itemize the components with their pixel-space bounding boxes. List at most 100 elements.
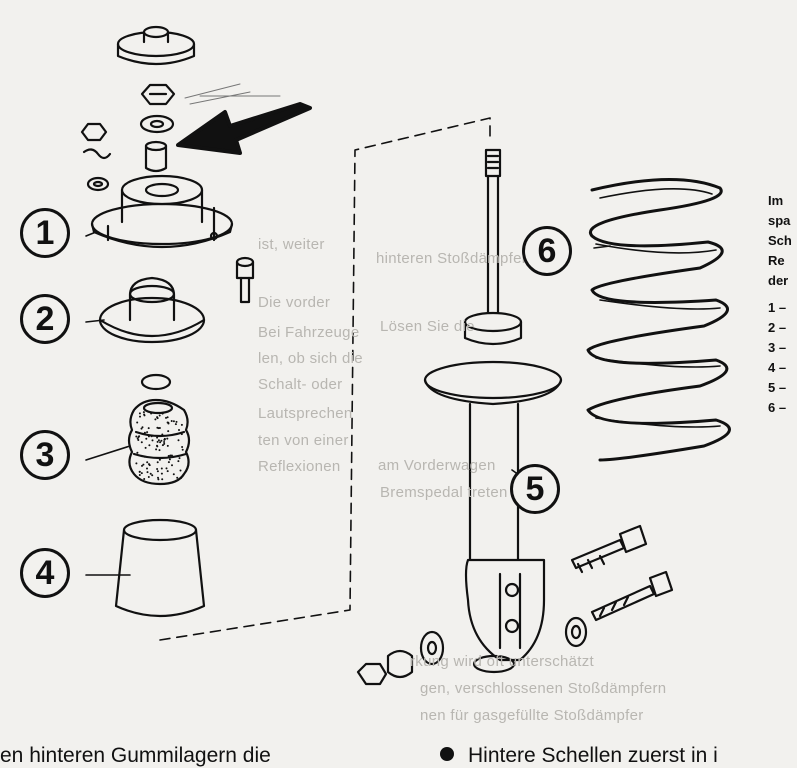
stipple-dot	[169, 454, 172, 457]
callout-4: 4	[20, 548, 70, 598]
stipple-dot	[147, 435, 150, 438]
stipple-dot	[146, 431, 149, 434]
stipple-dot	[165, 416, 167, 419]
stipple-dot	[180, 423, 183, 426]
stipple-dot	[157, 476, 159, 479]
bullet-icon	[440, 747, 454, 761]
stipple-dot	[177, 460, 180, 463]
ghost-line: nen für gasgefüllte Stoßdämpfer	[420, 707, 644, 724]
stipple-dot	[142, 463, 145, 466]
legend-item-4: 4 –	[768, 360, 787, 375]
shock-absorber	[423, 148, 563, 674]
stipple-dot	[161, 412, 164, 415]
stipple-dot	[158, 414, 161, 417]
stipple-dot	[150, 435, 153, 438]
stipple-dot	[161, 478, 164, 481]
stipple-dot	[144, 446, 147, 449]
stipple-dot	[157, 478, 160, 481]
coil-spring	[586, 178, 731, 462]
legend-item-5: 5 –	[768, 380, 787, 395]
hex-nut	[140, 83, 176, 106]
bottom-left-text: en hinteren Gummilagern die	[0, 744, 271, 767]
stipple-dot	[155, 448, 158, 451]
bottom-right-label: Hintere Schellen zuerst in i	[468, 744, 718, 767]
stipple-dot	[171, 464, 173, 467]
stipple-dot	[170, 420, 173, 422]
ghost-line: Reflexionen	[258, 458, 341, 475]
stipple-dot	[158, 449, 161, 452]
stipple-dot	[160, 472, 163, 475]
stipple-dot	[156, 461, 159, 464]
stipple-dot	[178, 429, 180, 431]
stipple-dot	[143, 431, 146, 434]
stipple-dot	[161, 433, 164, 436]
stipple-dot	[146, 467, 148, 470]
ghost-line: Lautsprechen	[258, 405, 353, 422]
stipple-dot	[160, 467, 163, 470]
stipple-dot	[158, 458, 161, 461]
stipple-dot	[174, 423, 177, 426]
legend-item-2: 2 –	[768, 320, 787, 335]
washer	[139, 114, 175, 134]
upper-spring-seat	[98, 276, 206, 344]
stipple-dot	[167, 455, 170, 457]
stipple-dot	[177, 439, 180, 442]
callout-3: 3	[20, 430, 70, 480]
stipple-dot	[181, 448, 184, 451]
stipple-dot	[165, 467, 168, 470]
ghost-line: Lösen Sie die	[380, 318, 475, 335]
small-nut-washers	[80, 122, 112, 192]
side-text-line: Sch	[768, 233, 792, 248]
callout-5: 5	[510, 464, 560, 514]
stipple-dot	[157, 439, 160, 442]
stipple-dot	[156, 440, 159, 443]
stipple-dot	[163, 437, 166, 440]
stipple-dot	[142, 411, 145, 414]
stipple-dot	[138, 470, 141, 473]
ghost-line: Bei Fahrzeuge	[258, 324, 360, 341]
side-text-line: der	[768, 273, 789, 288]
stipple-dot	[140, 427, 143, 430]
stipple-dot	[156, 470, 159, 473]
stipple-dot	[141, 464, 143, 467]
ghost-line: ist, weiter	[258, 236, 325, 253]
bottom-right-text: Hintere Schellen zuerst in i	[440, 744, 718, 768]
stipple-dot	[156, 444, 158, 447]
stop-ring	[140, 373, 172, 391]
stipple-dot	[172, 473, 175, 476]
stipple-dot	[161, 444, 164, 447]
stipple-dot	[135, 462, 138, 465]
stipple-dot	[143, 455, 146, 458]
stipple-dot	[167, 422, 170, 425]
stipple-dot	[146, 461, 149, 464]
ghost-line: am Vorderwagen	[378, 457, 496, 474]
stipple-dot	[138, 412, 141, 415]
ghost-line: hinteren Stoßdämpfer	[376, 250, 528, 267]
ghost-line: rkung wird oft unterschätzt	[410, 653, 595, 670]
marker-arrow	[176, 102, 312, 155]
stipple-dot	[167, 430, 170, 433]
stipple-dot	[140, 441, 143, 444]
stipple-dot	[135, 435, 138, 438]
stipple-dot	[166, 437, 169, 440]
stipple-dot	[166, 444, 169, 447]
stipple-dot	[150, 412, 153, 415]
legend-item-1: 1 –	[768, 300, 787, 315]
stipple-dot	[139, 415, 141, 418]
stipple-dot	[143, 478, 146, 480]
ghost-line: Schalt- oder	[258, 376, 343, 393]
stipple-dot	[140, 472, 143, 475]
stipple-dot	[168, 458, 171, 461]
stipple-dot	[163, 441, 166, 443]
callout-6: 6	[522, 226, 572, 276]
stipple-dot	[139, 478, 142, 481]
side-text-line: Im	[768, 193, 784, 208]
stipple-dot	[154, 418, 157, 421]
side-text-line: spa	[768, 213, 791, 228]
stipple-dot	[136, 421, 139, 424]
ghost-line: Die vorder	[258, 294, 331, 311]
bump-stop	[127, 398, 191, 486]
mount-bolt	[235, 256, 255, 304]
stipple-dot	[170, 454, 173, 457]
bump-stop-texture	[135, 411, 184, 481]
